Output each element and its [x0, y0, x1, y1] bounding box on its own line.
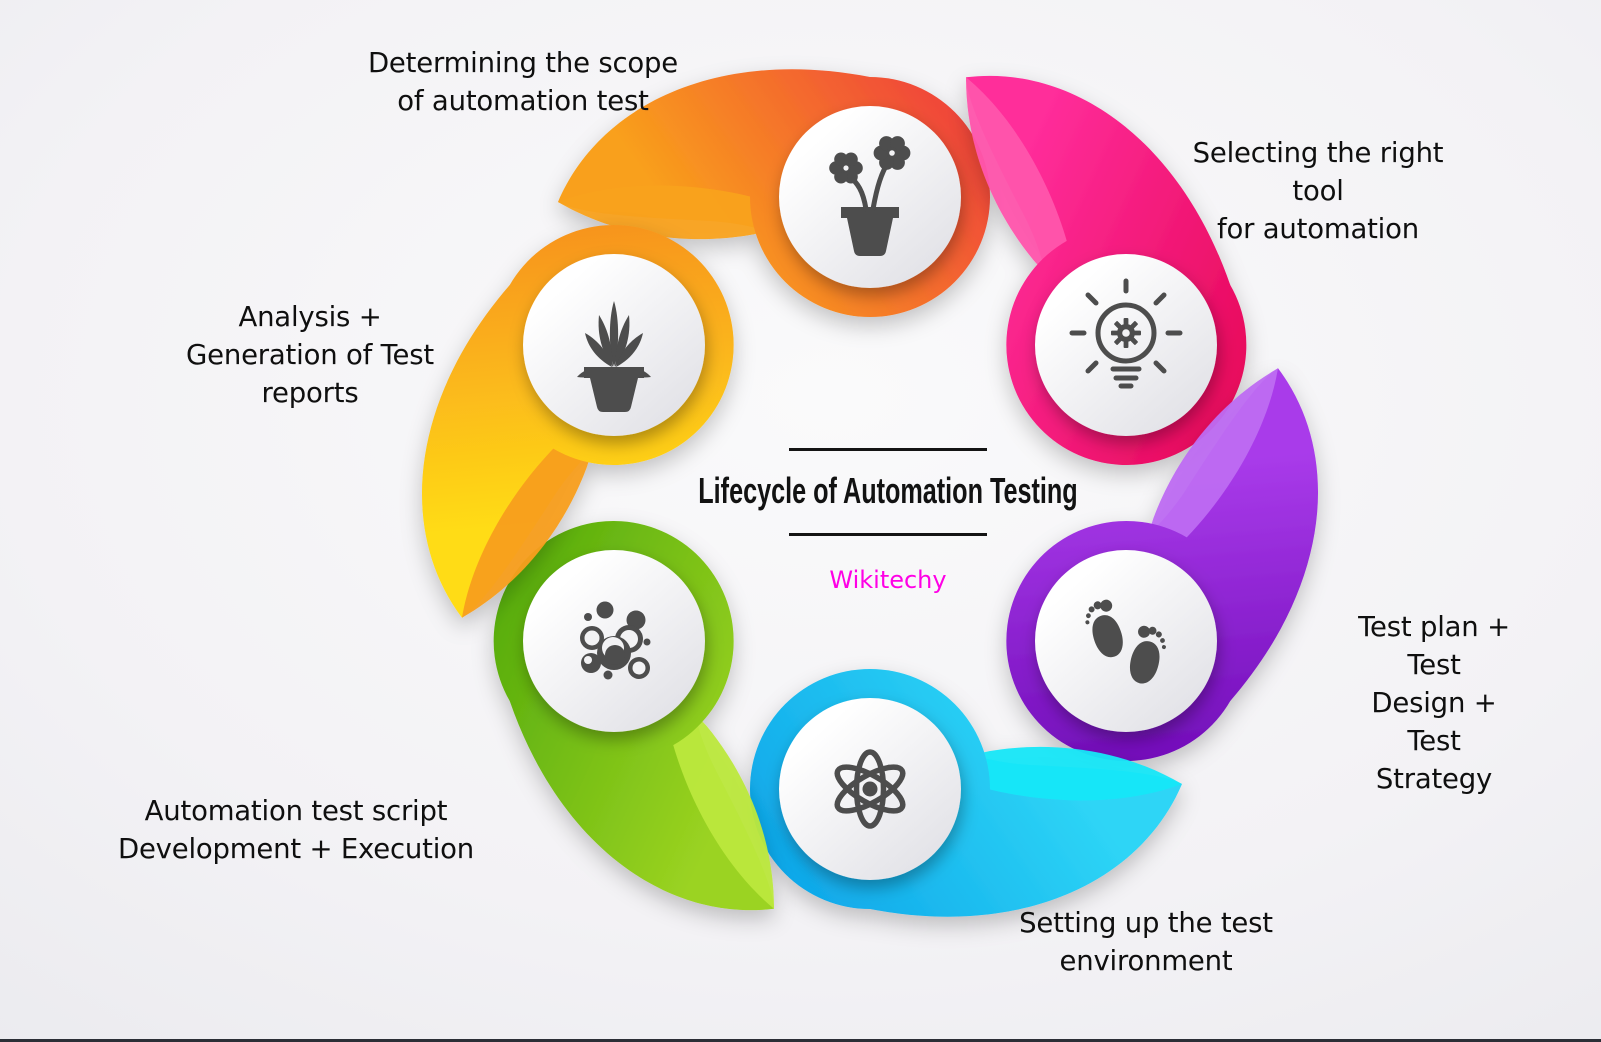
- node-disc-test-environment: [779, 698, 961, 880]
- label-selecting-tool: Selecting the right tool for automation: [1192, 137, 1444, 245]
- title-divider-top: [789, 448, 987, 451]
- label-determining-scope: Determining the scope of automation test: [367, 47, 679, 117]
- plant-icon: [577, 301, 651, 412]
- label-analysis-reports: Analysis + Generation of Test reports: [186, 301, 434, 409]
- node-disc-selecting-tool: [1035, 254, 1217, 436]
- bottom-edge: [0, 1039, 1601, 1042]
- label-test-environment: Setting up the test environment: [1019, 907, 1273, 977]
- title-divider-bottom: [789, 533, 987, 536]
- title-block: Lifecycle of Automation Testing Wikitech…: [608, 448, 1168, 594]
- atom-icon: [834, 749, 906, 829]
- brand-name: Wikitechy: [829, 566, 947, 594]
- bubbles-icon: [580, 601, 651, 680]
- node-disc-determining-scope: [779, 106, 961, 288]
- label-test-plan: Test plan + Test Design + Test Strategy: [1358, 611, 1510, 795]
- flower-pot-icon: [829, 136, 911, 256]
- footprints-icon: [1085, 599, 1166, 684]
- node-disc-script-development: [523, 550, 705, 732]
- daisy-flower: [873, 136, 911, 170]
- node-disc: [1035, 550, 1217, 732]
- daisy-flower: [829, 152, 863, 184]
- node-disc-test-plan: [1035, 550, 1217, 732]
- diagram-title: Lifecycle of Automation Testing: [698, 470, 1078, 511]
- node-disc-analysis-reports: [523, 254, 705, 436]
- gear-icon: [1111, 318, 1141, 348]
- label-script-development: Automation test script Development + Exe…: [117, 795, 475, 865]
- bulb-gear-icon: [1069, 278, 1183, 389]
- node-disc: [779, 106, 961, 288]
